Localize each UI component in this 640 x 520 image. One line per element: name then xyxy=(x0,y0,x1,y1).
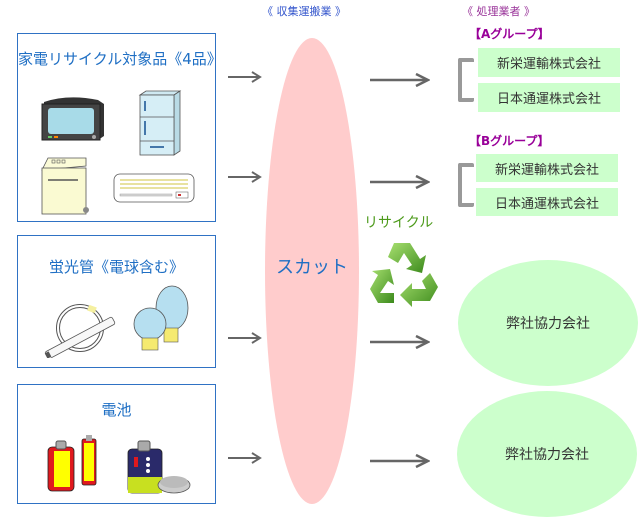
fluorescent-tube-icon xyxy=(44,304,116,358)
group-a-company-1: 新栄運輸株式会社 xyxy=(478,48,620,77)
arrow-fluorescent xyxy=(228,331,262,345)
washing-machine-icon xyxy=(41,157,89,215)
processing-header: 《 処理業者 》 xyxy=(462,5,535,18)
collector-label: スカット xyxy=(276,257,348,278)
battery-icon xyxy=(47,435,97,492)
arrow-appliance-2 xyxy=(228,170,262,184)
fluorescent-box: 蛍光管《電球含む》 xyxy=(17,235,216,368)
appliance-box: 家電リサイクル対象品《4品》 xyxy=(17,33,222,222)
group-a-bracket xyxy=(458,58,474,102)
air-conditioner-icon xyxy=(113,173,195,203)
group-b-company-1: 新栄運輸株式会社 xyxy=(476,154,618,182)
partner-ellipse-1: 弊社協力会社 xyxy=(458,260,638,386)
battery-box: 電池 xyxy=(17,384,216,504)
group-b-label: 【Bグループ】 xyxy=(469,134,550,148)
battery-title: 電池 xyxy=(101,401,132,419)
recycle-icon xyxy=(370,243,438,307)
collector-ellipse xyxy=(265,38,359,504)
group-a-company-2: 日本通運株式会社 xyxy=(478,83,620,112)
tv-icon xyxy=(41,97,104,141)
button-cell-icon xyxy=(127,440,191,494)
recycle-label: リサイクル xyxy=(364,215,434,231)
arrow-battery xyxy=(228,451,262,465)
partner-ellipse-2: 弊社協力会社 xyxy=(457,391,637,517)
arrow-to-partner-1 xyxy=(370,334,431,353)
group-b-bracket xyxy=(458,163,474,207)
arrow-to-partner-2 xyxy=(370,453,431,472)
fluorescent-title: 蛍光管《電球含む》 xyxy=(48,258,184,276)
arrow-to-group-a xyxy=(370,72,431,91)
arrow-appliance-1 xyxy=(228,70,262,84)
light-bulb-icon xyxy=(133,285,189,351)
arrow-to-group-b xyxy=(370,174,431,193)
appliance-title: 家電リサイクル対象品《4品》 xyxy=(18,50,222,68)
refrigerator-icon xyxy=(138,90,182,156)
group-a-label: 【Aグループ】 xyxy=(469,27,550,41)
group-b-company-2: 日本通運株式会社 xyxy=(476,188,618,216)
collection-header: 《 収集運搬業 》 xyxy=(262,5,346,18)
